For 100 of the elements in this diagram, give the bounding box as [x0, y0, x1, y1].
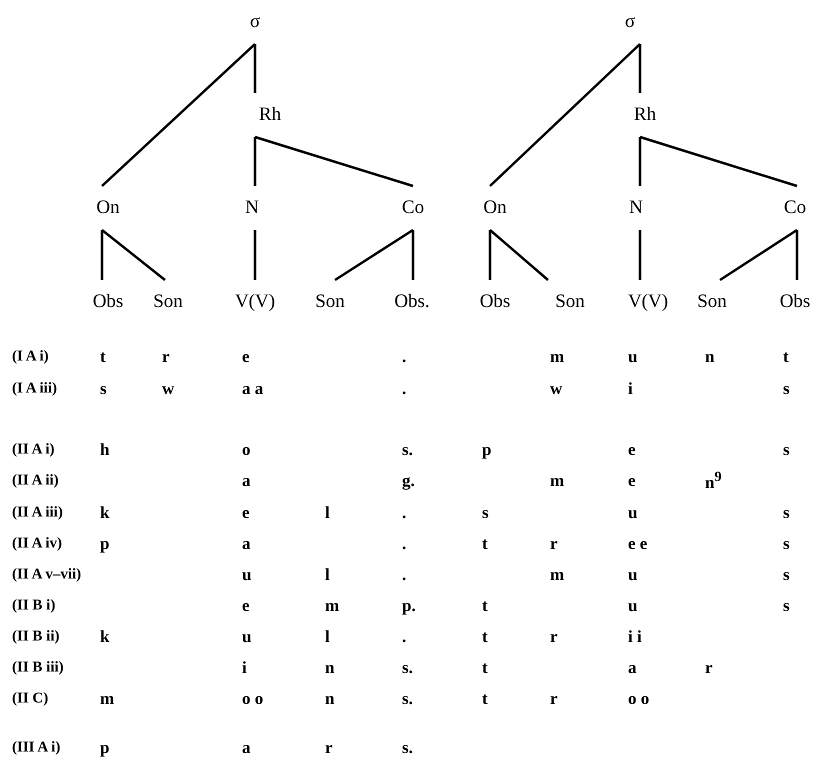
segment-letter: . [402, 347, 406, 367]
segment-letter: o o [628, 689, 650, 709]
segment-letter: i [242, 658, 247, 678]
tree-node-label: Rh [258, 104, 282, 126]
segment-letter: s. [402, 658, 413, 678]
tree-branch [489, 229, 549, 281]
segment-letter: r [162, 347, 170, 367]
segment-letter: u [628, 596, 638, 616]
segment-letter: m [550, 565, 564, 585]
segment-letter: i [628, 379, 633, 399]
row-label: (II B iii) [12, 660, 64, 676]
segment-letter: n [325, 658, 334, 678]
tree-node-label: Son [555, 291, 585, 313]
segment-letter: . [402, 627, 406, 647]
tree-node-label: σ [624, 11, 636, 33]
tree-node-label: Son [153, 291, 183, 313]
segment-letter: k [100, 627, 110, 647]
tree-node-label: N [245, 197, 259, 219]
segment-letter: l [325, 627, 330, 647]
segment-letter: s [783, 596, 790, 616]
segment-letter: r [325, 738, 333, 758]
tree-branch [254, 136, 414, 188]
segment-letter: . [402, 503, 406, 523]
tree-branch [638, 44, 642, 93]
tree-node-label: Co [402, 197, 424, 219]
segment-letter: e e [628, 534, 648, 554]
segment-letter: s [783, 565, 790, 585]
segment-letter: t [482, 627, 488, 647]
segment-letter: s. [402, 440, 413, 460]
segment-letter: s [783, 534, 790, 554]
segment-letter: o o [242, 689, 264, 709]
segment-letter: w [550, 379, 562, 399]
tree-node-label: On [96, 197, 120, 219]
row-label: (II A v–vii) [12, 566, 82, 584]
segment-letter: n [705, 347, 714, 367]
tree-node-label: Obs [480, 291, 510, 313]
segment-letter: e [628, 440, 636, 460]
segment-letter: s [783, 440, 790, 460]
tree-node-label: Son [697, 291, 727, 313]
tree-node-label: σ [250, 11, 260, 33]
tree-branch [489, 43, 641, 187]
segment-letter: u [242, 627, 252, 647]
segment-letter: s. [402, 738, 413, 758]
segment-letter: p [100, 534, 110, 554]
segment-letter: n [325, 689, 334, 709]
segment-letter: l [325, 565, 330, 585]
segment-letter: u [242, 565, 252, 585]
row-label: (II C) [12, 690, 48, 708]
segment-letter: m [325, 596, 340, 616]
tree-branch [100, 230, 104, 280]
tree-branch [796, 230, 798, 280]
segment-letter: n$^{9}$ [705, 469, 722, 493]
segment-letter: r [550, 689, 558, 709]
segment-letter: s. [402, 689, 413, 709]
segment-letter: m [550, 347, 564, 367]
segment-letter: s [783, 503, 790, 523]
tree-node-label: V(V) [628, 291, 668, 313]
tree-node-label: V(V) [234, 291, 276, 313]
segment-letter: e [242, 596, 250, 616]
segment-letter: p [100, 738, 110, 758]
row-label: (II A ii) [12, 472, 59, 490]
segment-letter: g. [402, 471, 415, 491]
tree-branch [254, 230, 256, 280]
tree-node-label: Co [784, 197, 806, 219]
segment-letter: p. [402, 596, 416, 616]
segment-letter: e [242, 347, 250, 367]
row-label: (III A i) [12, 740, 60, 756]
row-label: (II B ii) [12, 628, 60, 646]
tree-node-label: Obs [92, 291, 124, 313]
segment-letter: l [325, 503, 330, 523]
tree-node-label: N [629, 197, 643, 219]
segment-letter: . [402, 534, 406, 554]
segment-letter: t [783, 347, 789, 367]
tree-branch [101, 229, 166, 281]
tree-node-label: Obs [780, 291, 810, 313]
tree-branch [640, 136, 798, 188]
segment-letter: m [550, 471, 564, 491]
segment-letter: h [100, 440, 110, 460]
segment-letter: w [162, 379, 174, 399]
segment-letter: . [402, 379, 406, 399]
segment-letter: r [550, 534, 558, 554]
segment-letter: . [402, 565, 406, 585]
segment-letter: e [242, 503, 250, 523]
row-label: (II B i) [12, 598, 56, 614]
tree-branch [334, 228, 414, 282]
tree-branch [412, 230, 414, 280]
segment-letter: t [482, 658, 488, 678]
segment-letter: a [242, 738, 250, 758]
segment-letter: r [550, 627, 558, 647]
tree-branch [719, 228, 798, 282]
tree-branch [638, 137, 642, 186]
segment-letter: m [100, 689, 114, 709]
row-label: (II A iii) [12, 504, 63, 522]
segment-letter: t [482, 689, 488, 709]
segment-letter: u [628, 347, 638, 367]
tree-branch [254, 137, 256, 186]
segment-letter: o [242, 440, 250, 460]
segment-letter: a a [242, 379, 264, 399]
segment-letter: u [628, 565, 638, 585]
segment-letter: r [705, 658, 713, 678]
